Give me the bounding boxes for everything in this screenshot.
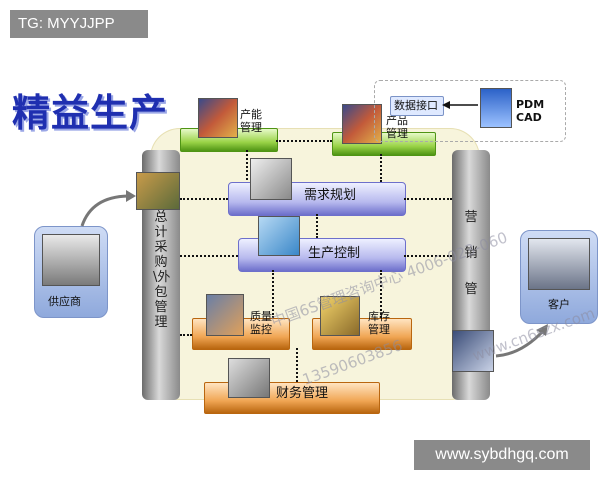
product-mgmt-block [332,132,436,156]
arrow-capacity-product [276,140,332,142]
arrow-demand-to-right [404,198,452,200]
pdm-cad-label: PDM CAD [516,98,545,124]
inventory-mgmt-image [320,296,360,336]
left-pillar-label: 总计采购\外包管理 [153,210,171,330]
data-interface-frame [374,80,566,142]
customer-image [528,238,590,290]
arrow-product-to-demand [380,154,382,182]
finance-mgmt-label: 财务管理 [276,386,329,401]
arrow-left-to-demand [180,198,228,200]
quality-monitor-label: 质量 监控 [250,310,272,336]
arrow-control-to-inventory [380,270,382,318]
pdm-cad-icon [480,88,512,128]
arrow-left-to-control [180,255,238,257]
watermark-tag: TG: MYYJJPP [10,10,148,38]
page-title: 精益生产 [12,91,169,135]
finance-mgmt-image [228,358,270,398]
arrow-quality-to-finance [296,348,298,382]
capacity-mgmt-image [198,98,238,138]
production-control-image [258,216,300,256]
supplier-arrow [80,190,136,227]
demand-plan-image [250,158,292,200]
data-interface-box [390,96,444,116]
right-pillar-label: 营销管 [464,210,478,297]
inventory-mgmt-label: 库存 管理 [368,310,390,336]
arrow-capacity-to-demand [246,150,248,180]
customer-label: 客户 [548,298,570,311]
purchasing-image [136,172,180,210]
arrow-demand-to-control [316,214,318,238]
salesperson-image [452,330,494,372]
arrow-control-to-right [404,255,452,257]
site-label: www.sybdhgq.com [414,440,590,470]
data-interface-label: 数据接口 [394,99,438,112]
data-interface-arrow [442,101,478,109]
product-mgmt-label: 产品 管理 [386,114,408,140]
quality-monitor-image [206,294,244,336]
production-control-label: 生产控制 [308,246,361,261]
arrow-control-to-quality [272,270,274,318]
supplier-image [42,234,100,286]
demand-plan-label: 需求规划 [304,188,357,203]
customer-arrow [495,324,548,358]
arrow-left-to-quality [180,334,192,336]
supplier-label: 供应商 [48,295,81,308]
capacity-mgmt-label: 产能 管理 [240,108,262,134]
